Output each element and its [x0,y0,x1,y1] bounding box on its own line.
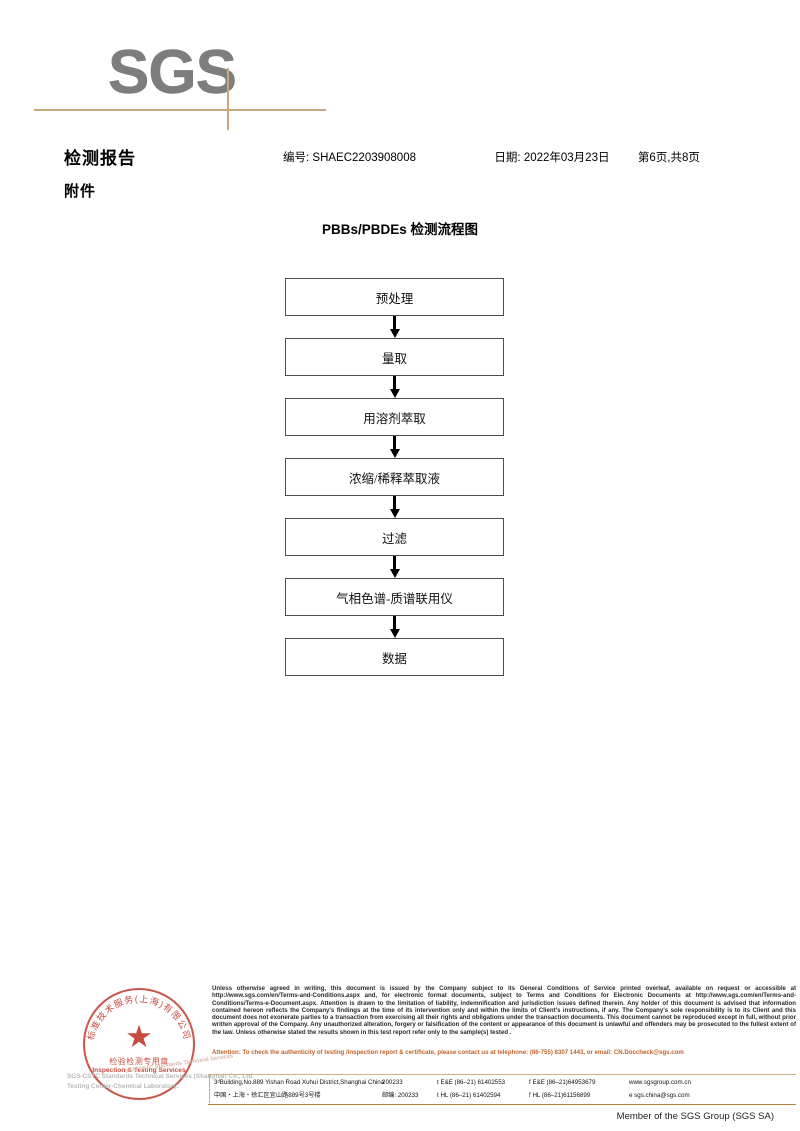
address-en: 3ᵈBuilding,No.889 Yishan Road Xuhui Dist… [214,1079,385,1086]
zip-en: 200233 [382,1079,403,1086]
flow-step-label: 过滤 [381,531,407,546]
arrow-shaft [392,436,397,451]
zip-cn: 邮编: 200233 [382,1089,437,1102]
legal-terms-text: Unless otherwise agreed in writing, this… [212,985,796,1036]
flow-step-1: 预处理 [285,278,504,316]
flowchart: 预处理 量取 用溶剂萃取 浓缩/稀释萃取液 过滤 气相色谱-质谱联用仪 数据 [285,278,504,676]
arrow-shaft [392,616,397,631]
flow-step-label: 量取 [381,351,407,366]
footer-divider-bottom [208,1104,796,1106]
attention-notice-text: Attention: To check the authenticity of … [212,1049,684,1056]
fax-hl: f HL (86–21)61156899 [529,1092,591,1099]
email-link[interactable]: e sgs.china@sgs.com [629,1092,690,1099]
company-seal-stamp: 标准技术服务(上海)有限公司 ★ 检验检测专用章 Inspection & Te… [67,988,254,1100]
arrow-shaft [392,496,397,511]
member-of-sgs-group: Member of the SGS Group (SGS SA) [616,1111,774,1122]
arrow-head-icon [389,509,400,518]
page-number-info: 第6页,共8页 [637,152,700,164]
logo-horizontal-rule [34,109,326,111]
zip-cn-value: 200233 [397,1092,419,1099]
red-star-icon: ★ [125,1019,153,1054]
zip-cn-label: 邮编: [382,1092,397,1099]
report-no-label: 编号: [283,152,310,164]
flow-step-label: 预处理 [375,291,414,306]
arrow-head-icon [389,389,400,398]
flow-arrow-3 [285,436,504,458]
footer-divider-left [209,1074,210,1103]
seal-ghost-company-text: SGS-CSTC Standards Technical Services (S… [67,1073,255,1090]
report-no-value: SHAEC2203908008 [312,152,416,164]
flow-arrow-6 [285,616,504,638]
flow-step-label: 数据 [381,651,407,666]
contact-block: 3ᵈBuilding,No.889 Yishan Road Xuhui Dist… [214,1076,796,1102]
sgs-logo: SGS [34,38,326,130]
seal-center-cn: 检验检测专用章 [109,1057,169,1066]
logo-vertical-tick [227,68,229,130]
arrow-shaft [392,556,397,571]
footer-divider-top [208,1074,796,1075]
report-date-label: 日期: [494,152,521,164]
flowchart-title: PBBs/PBDEs 检测流程图 [321,222,479,237]
seal-outer-ring [83,988,195,1100]
website-link[interactable]: www.sgsgroup.com.cn [629,1079,691,1086]
telephone-ee: t E&E (86–21) 61402553 [437,1079,506,1086]
flow-arrow-2 [285,376,504,398]
flow-step-4: 浓缩/稀释萃取液 [285,458,504,496]
arrow-shaft [392,316,397,331]
flow-step-label: 浓缩/稀释萃取液 [349,471,440,486]
contact-row-en: 3ᵈBuilding,No.889 Yishan Road Xuhui Dist… [214,1076,796,1089]
page-title: 检测报告 [64,149,136,168]
flow-step-2: 量取 [285,338,504,376]
flow-step-5: 过滤 [285,518,504,556]
flow-arrow-1 [285,316,504,338]
arrow-shaft [392,376,397,391]
flow-step-label: 用溶剂萃取 [363,411,426,426]
page-footer: Unless otherwise agreed in writing, this… [0,975,800,1131]
telephone-hl: t HL (86–21) 61402594 [437,1092,501,1099]
page-subtitle-attachment: 附件 [64,183,97,200]
report-date-value: 2022年03月23日 [523,152,610,164]
seal-center-en: Inspection & Testing Services [92,1067,186,1074]
flow-step-label: 气相色谱-质谱联用仪 [336,591,453,606]
flow-step-3: 用溶剂萃取 [285,398,504,436]
arrow-head-icon [389,569,400,578]
report-header: 检测报告 附件 编号: SHAEC2203908008 日期: 2022年03月… [0,140,800,210]
arrow-head-icon [389,629,400,638]
seal-arc-text: 标准技术服务(上海)有限公司 [85,994,192,1041]
flow-arrow-4 [285,496,504,518]
flow-arrow-5 [285,556,504,578]
header-meta: 编号: SHAEC2203908008 日期: 2022年03月23日 第6页,… [283,149,700,165]
fax-ee: f E&E (86–21)64953679 [529,1079,596,1086]
address-cn: 中国・上海・徐汇区宜山路889号3号楼 [214,1092,321,1099]
arrow-head-icon [389,329,400,338]
sgs-logo-text: SGS [108,38,237,108]
flow-step-6: 气相色谱-质谱联用仪 [285,578,504,616]
arrow-head-icon [389,449,400,458]
contact-row-cn: 中国・上海・徐汇区宜山路889号3号楼 邮编: 200233 t HL (86–… [214,1089,796,1102]
flow-step-7: 数据 [285,638,504,676]
